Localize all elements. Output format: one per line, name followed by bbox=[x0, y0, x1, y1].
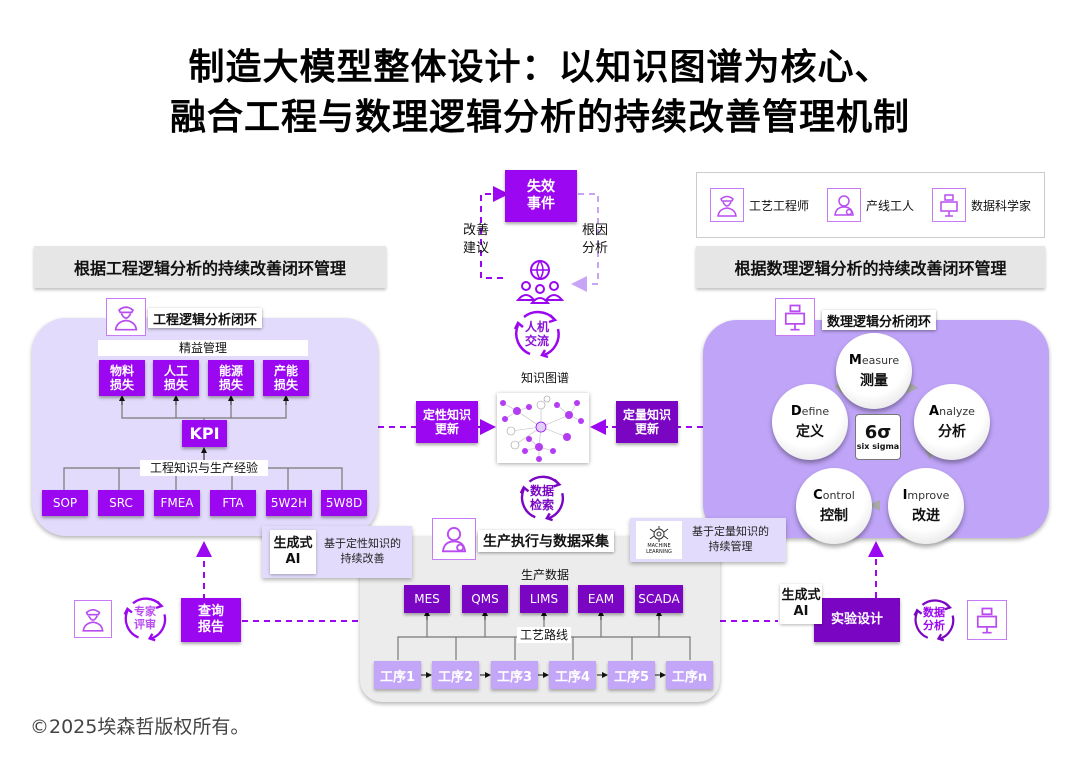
production-data-label: 生产数据 bbox=[520, 568, 569, 582]
process-step-1[interactable]: 工序1 bbox=[374, 661, 421, 689]
data-scientist-icon bbox=[931, 188, 966, 222]
copyright-notice: ©2025埃森哲版权所有。 bbox=[30, 716, 250, 738]
page-title-line1: 制造大模型整体设计：以知识图谱为核心、 bbox=[188, 47, 892, 88]
system-box-mes[interactable]: MES bbox=[404, 585, 450, 613]
process-route-label: 工艺路线 bbox=[517, 627, 571, 643]
failure-event-box[interactable]: 失效 事件 bbox=[505, 170, 577, 222]
legend-label-worker: 产线工人 bbox=[865, 198, 914, 213]
dmaic-improve[interactable]: Improve 改进 bbox=[888, 468, 964, 544]
tool-box-5w2h[interactable]: 5W2H bbox=[266, 490, 312, 516]
process-step-3[interactable]: 工序3 bbox=[491, 661, 538, 689]
loss-box-capacity[interactable]: 产能损失 bbox=[263, 360, 309, 396]
quantitative-knowledge-update-box[interactable]: 定量知识 更新 bbox=[616, 401, 678, 443]
production-execution-title: 生产执行与数据采集 bbox=[478, 530, 614, 552]
page-title-line2: 融合工程与数理逻辑分析的持续改善管理机制 bbox=[169, 97, 910, 138]
cycle-arrows-icon bbox=[519, 475, 564, 522]
process-step-2[interactable]: 工序2 bbox=[432, 661, 479, 689]
system-box-eam[interactable]: EAM bbox=[578, 585, 624, 613]
data-retrieval-cycle: 数据 检索 bbox=[516, 472, 568, 524]
engineer-icon bbox=[106, 298, 146, 336]
system-box-lims[interactable]: LIMS bbox=[520, 585, 568, 613]
role-legend: 工艺工程师 产线工人 数据科学家 bbox=[696, 172, 1045, 238]
cycle-arrows-icon bbox=[123, 597, 167, 642]
human-machine-line1: 人机 bbox=[524, 320, 549, 334]
dmaic-measure[interactable]: Measure 测量 bbox=[836, 333, 912, 409]
human-machine-exchange-cycle: 人机 交流 bbox=[510, 307, 564, 361]
math-loop-title: 数理逻辑分析闭环 bbox=[822, 310, 937, 330]
expert-review-cycle: 专家 评审 bbox=[120, 594, 170, 644]
qualitative-knowledge-update-box[interactable]: 定性知识 更新 bbox=[416, 401, 478, 443]
engineering-loop-title: 工程逻辑分析闭环 bbox=[148, 308, 263, 328]
engineering-knowledge-label: 工程知识与生产经验 bbox=[140, 460, 268, 476]
root-cause-label: 根因 分析 bbox=[582, 223, 609, 257]
knowledge-graph-label: 知识图谱 bbox=[520, 371, 569, 385]
experiment-design-button[interactable]: 实验设计 bbox=[814, 598, 900, 642]
worker-icon bbox=[826, 188, 861, 222]
system-box-qms[interactable]: QMS bbox=[462, 585, 508, 613]
tool-box-fmea[interactable]: FMEA bbox=[154, 490, 200, 516]
engineer-icon bbox=[74, 600, 112, 638]
dmaic-control[interactable]: Control 控制 bbox=[796, 468, 872, 544]
cycle-arrows-icon bbox=[513, 310, 560, 359]
left-section-header: 根据工程逻辑分析的持续改善闭环管理 bbox=[34, 246, 386, 288]
process-step-4[interactable]: 工序4 bbox=[549, 661, 596, 689]
data-analysis-cycle: 数据 分析 bbox=[910, 596, 958, 644]
legend-item-engineer: 工艺工程师 bbox=[709, 188, 809, 222]
process-step-n[interactable]: 工序n bbox=[666, 661, 713, 689]
machine-learning-icon: MACHINE LEARNING bbox=[636, 521, 682, 559]
legend-label-engineer: 工艺工程师 bbox=[748, 198, 809, 213]
system-box-scada[interactable]: SCADA bbox=[635, 585, 683, 613]
six-sigma-logo: 6σ six sigma bbox=[855, 414, 901, 460]
engineer-icon bbox=[709, 188, 744, 222]
improvement-suggestion-label: 改善 建议 bbox=[463, 223, 490, 257]
loss-box-material[interactable]: 物料损失 bbox=[99, 360, 145, 396]
knowledge-graph-image[interactable] bbox=[497, 393, 589, 463]
tool-box-sop[interactable]: SOP bbox=[42, 490, 88, 516]
loss-box-labor[interactable]: 人工损失 bbox=[153, 360, 199, 396]
tool-box-fta[interactable]: FTA bbox=[210, 490, 256, 516]
global-team-icon bbox=[514, 258, 566, 308]
data-scientist-icon bbox=[967, 600, 1007, 640]
worker-icon bbox=[432, 518, 476, 560]
failure-event-line2: 事件 bbox=[527, 196, 555, 212]
tool-box-src[interactable]: SRC bbox=[98, 490, 144, 516]
dmaic-analyze[interactable]: Analyze 分析 bbox=[914, 384, 990, 460]
legend-label-data-scientist: 数据科学家 bbox=[970, 198, 1031, 213]
ml-quantitative-callout: MACHINE LEARNING 基于定量知识的 持续管理 bbox=[630, 518, 786, 562]
cycle-arrows-icon bbox=[913, 599, 955, 642]
lean-management-label: 精益管理 bbox=[98, 340, 308, 356]
legend-item-data-scientist: 数据科学家 bbox=[931, 188, 1031, 222]
tool-box-5w8d[interactable]: 5W8D bbox=[321, 490, 367, 516]
human-machine-line2: 交流 bbox=[524, 334, 549, 349]
process-step-5[interactable]: 工序5 bbox=[608, 661, 655, 689]
dmaic-define[interactable]: Define 定义 bbox=[772, 384, 848, 460]
data-scientist-icon bbox=[775, 298, 815, 336]
legend-item-worker: 产线工人 bbox=[826, 188, 914, 222]
loss-box-energy[interactable]: 能源损失 bbox=[208, 360, 254, 396]
query-report-button[interactable]: 查询报告 bbox=[181, 598, 241, 642]
failure-event-line1: 失效 bbox=[527, 179, 555, 196]
right-section-header: 根据数理逻辑分析的持续改善闭环管理 bbox=[696, 246, 1045, 288]
kpi-box[interactable]: KPI bbox=[182, 420, 227, 447]
six-sigma-icon: 6σ bbox=[864, 421, 892, 443]
